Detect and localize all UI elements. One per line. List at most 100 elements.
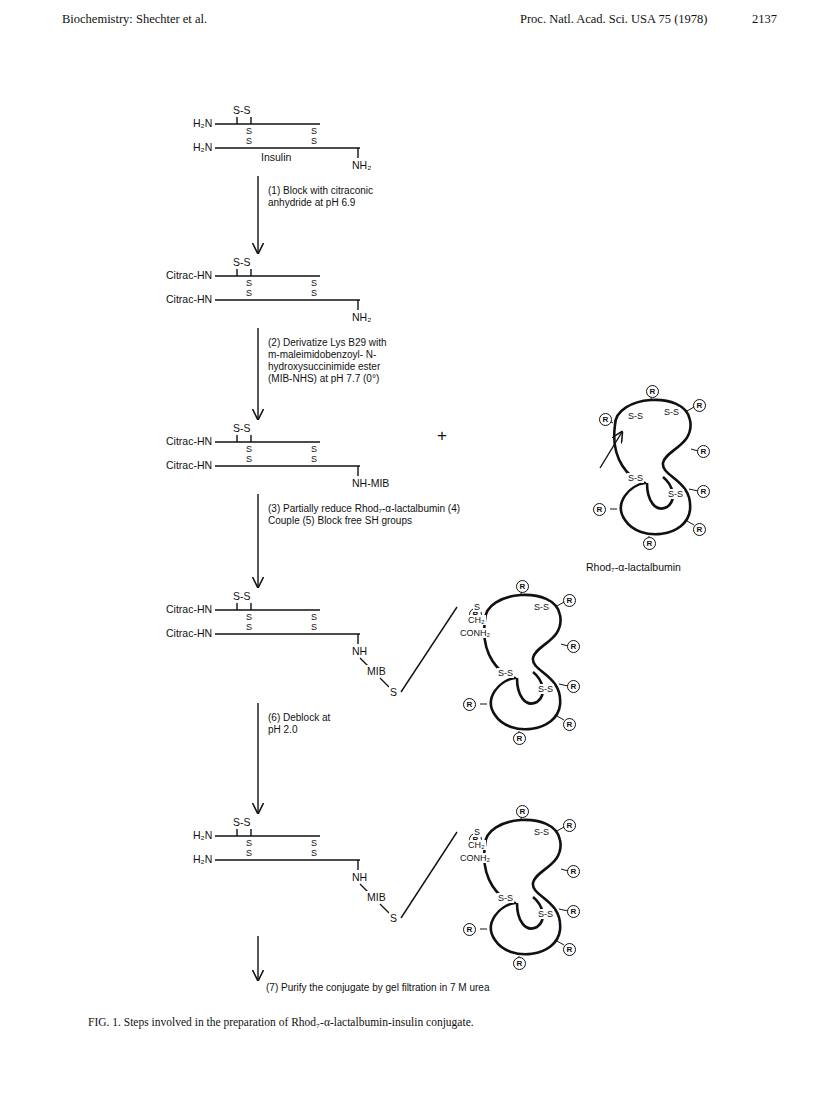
reaction-arrow — [257, 703, 258, 813]
structure-label: S — [473, 827, 481, 837]
insulin-structure: S-SCitrac-HNSSSSCitrac-HNNH-MIB — [130, 422, 392, 491]
insulin-structure: S-SCitrac-HNSSSSCitrac-HNNH₂ — [130, 256, 374, 325]
structure-label: S-S — [232, 104, 252, 116]
structure-label: S-S — [533, 602, 550, 612]
rhodamine-label: R — [567, 865, 580, 878]
rhodamine-label: R — [513, 732, 526, 745]
structure-label: S — [245, 278, 253, 288]
step-label: (2) Derivatize Lys B29 with m-maleimidob… — [268, 337, 398, 385]
bond-line — [401, 607, 457, 692]
structure-label: S — [310, 454, 318, 464]
rhodamine-label: R — [516, 805, 529, 818]
protein-structure: RRRRRRRRSCH₂CONH₂S-SS-SS-S — [455, 805, 582, 972]
structure-label: S-S — [497, 668, 514, 678]
structure-label: S — [245, 622, 253, 632]
structure-label: S — [310, 444, 318, 454]
insulin-structure: S-SH₂NSSSSH₂NNHMIBS — [130, 816, 400, 926]
structure-label: Citrac-HN — [165, 435, 213, 447]
structure-label: MIB — [366, 665, 387, 677]
step-label: (1) Block with citraconic anhydride at p… — [268, 185, 380, 209]
structure-label: CONH₂ — [459, 853, 491, 863]
step-note: (7) Purify the conjugate by gel filtrati… — [266, 982, 489, 993]
structure-label: S — [245, 288, 253, 298]
structure-label: S — [310, 288, 318, 298]
structure-label: NH₂ — [351, 159, 372, 171]
rhodamine-label: R — [593, 503, 606, 516]
structure-label: S-S — [663, 407, 680, 417]
rhodamine-label: R — [516, 580, 529, 593]
structure-label: S-S — [667, 489, 684, 499]
structure-label: S — [245, 444, 253, 454]
rhodamine-label: R — [693, 399, 706, 412]
rhodamine-label: R — [599, 413, 612, 426]
structure-label: NH-MIB — [351, 477, 390, 489]
structure-label: S — [310, 612, 318, 622]
structure-label: NH — [351, 871, 368, 883]
structure-label: Insulin — [260, 151, 292, 163]
rhodamine-label: R — [563, 819, 576, 832]
structure-label: S — [310, 126, 318, 136]
rhodamine-label: R — [463, 698, 476, 711]
structure-label: CONH₂ — [459, 628, 491, 638]
rhodamine-label: R — [567, 680, 580, 693]
structure-label: S — [245, 136, 253, 146]
step-label: (6) Deblock at pH 2.0 — [268, 712, 343, 736]
structure-label: S — [245, 454, 253, 464]
page-header: Proc. Natl. Acad. Sci. USA 75 (1978) — [520, 12, 707, 27]
structure-label: S — [310, 848, 318, 858]
rhodamine-label: R — [513, 957, 526, 970]
structure-label: S — [310, 136, 318, 146]
plus-sign: + — [437, 426, 447, 446]
structure-label: S — [245, 612, 253, 622]
reaction-arrow — [257, 328, 258, 419]
rhodamine-label: R — [567, 640, 580, 653]
protein-structure: RRRRRRRRSCH₂CONH₂S-SS-SS-S — [455, 580, 582, 747]
structure-label: H₂N — [192, 141, 213, 153]
page-header: Biochemistry: Shechter et al. — [62, 12, 207, 27]
structure-label: S-S — [533, 827, 550, 837]
structure-label: Citrac-HN — [165, 603, 213, 615]
reaction-arrow — [257, 176, 258, 253]
structure-label: CH₂ — [467, 840, 486, 850]
structure-label: S — [310, 622, 318, 632]
structure-label: Citrac-HN — [165, 459, 213, 471]
structure-label: S — [310, 278, 318, 288]
structure-label: S-S — [627, 473, 644, 483]
rhodamine-label: R — [693, 523, 706, 536]
structure-label: NH₂ — [351, 311, 372, 323]
reaction-arrow — [257, 494, 258, 587]
structure-label: Citrac-HN — [165, 293, 213, 305]
structure-label: Rhod₇-α-lactalbumin — [585, 561, 682, 573]
insulin-structure: S-SCitrac-HNSSSSCitrac-HNNHMIBS — [130, 590, 400, 700]
rhodamine-label: R — [643, 537, 656, 550]
structure-label: H₂N — [192, 829, 213, 841]
structure-label: S-S — [232, 590, 252, 602]
structure-label: H₂N — [192, 853, 213, 865]
structure-label: S — [245, 126, 253, 136]
structure-label: S — [389, 686, 398, 698]
structure-label: H₂N — [192, 117, 213, 129]
rhodamine-label: R — [563, 594, 576, 607]
rhodamine-label: R — [567, 905, 580, 918]
structure-label: S — [389, 912, 398, 924]
structure-label: S — [473, 602, 481, 612]
insulin-structure: S-SH₂NSSSSH₂NInsulinNH₂ — [130, 104, 374, 173]
structure-label: S — [245, 838, 253, 848]
structure-label: Citrac-HN — [165, 269, 213, 281]
structure-label: NH — [351, 645, 368, 657]
structure-label: S-S — [537, 684, 554, 694]
rhodamine-label: R — [697, 445, 710, 458]
rhodamine-label: R — [563, 718, 576, 731]
structure-label: S-S — [627, 411, 644, 421]
structure-label: S-S — [232, 422, 252, 434]
structure-label: S-S — [232, 256, 252, 268]
figure-caption: FIG. 1. Steps involved in the preparatio… — [88, 1016, 474, 1028]
page-header: 2137 — [752, 12, 777, 27]
rhodamine-label: R — [697, 485, 710, 498]
protein-structure: R R R R R R R R S-S S-S S-S S-S Rhod₇-α-lactalbumin — [585, 385, 712, 575]
rhodamine-label: R — [646, 385, 659, 398]
rhodamine-label: R — [463, 923, 476, 936]
structure-label: CH₂ — [467, 615, 486, 625]
